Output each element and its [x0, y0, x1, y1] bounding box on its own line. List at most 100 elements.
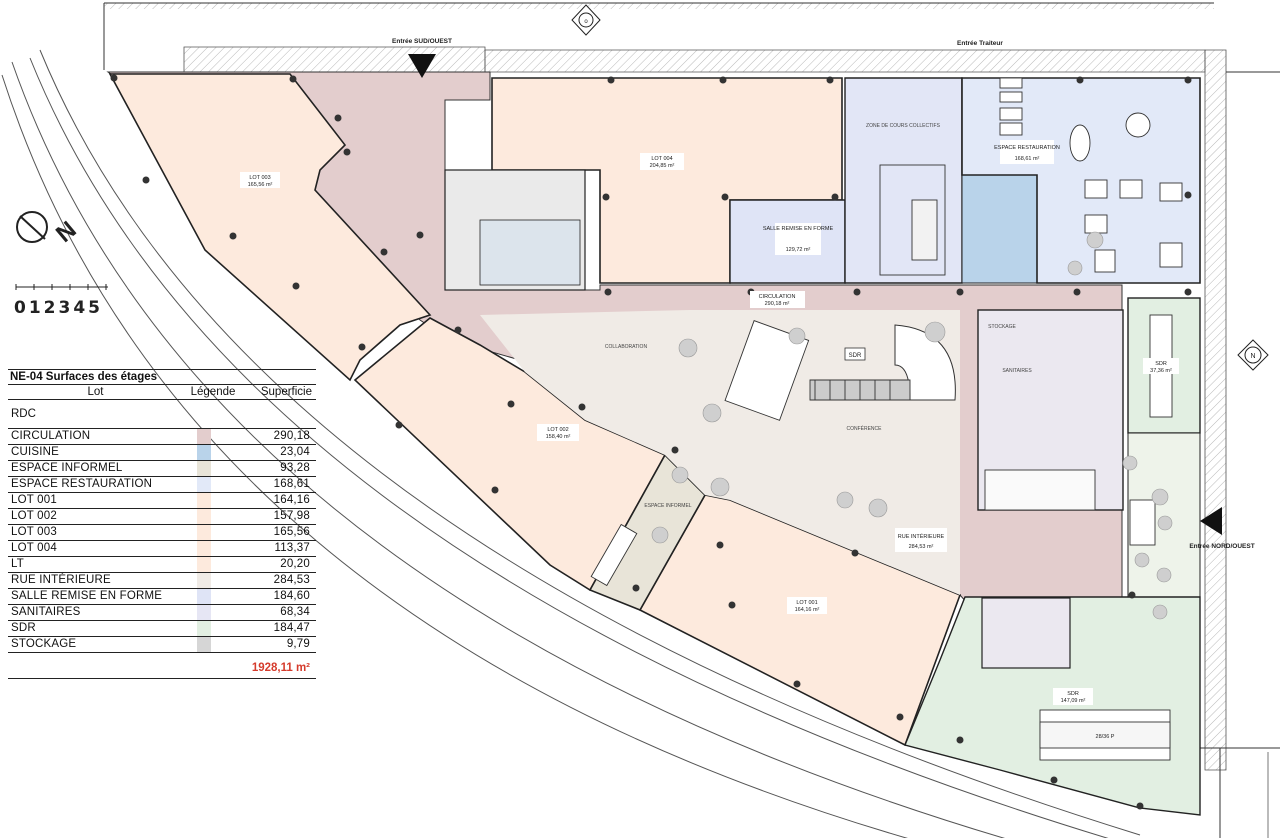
- legend-row-name: SALLE REMISE EN FORME: [11, 590, 163, 602]
- svg-text:N: N: [51, 216, 82, 248]
- legend-color-swatch: [197, 429, 211, 444]
- scale-numbers: 012345: [14, 298, 103, 318]
- legend-row-name: ESPACE INFORMEL: [11, 462, 123, 474]
- scale-bar: 012345: [14, 278, 110, 318]
- legend-row-name: LOT 004: [11, 542, 57, 554]
- legend-row-value: 290,18: [273, 430, 310, 442]
- sanitaires-bottom-area: [981, 597, 1071, 669]
- seats-label: 28/36 P: [1096, 734, 1115, 740]
- legend-row-value: 164,16: [273, 494, 310, 506]
- legend-color-swatch: [197, 557, 211, 572]
- legend-row-value: 184,60: [273, 590, 310, 602]
- rue-area-value: 284,53 m²: [909, 544, 934, 550]
- room-labels: LOT 003 165,56 m² LOT 004 204,85 m² SALL…: [240, 123, 1179, 740]
- legend-color-swatch: [197, 461, 211, 476]
- stockage-label: STOCKAGE: [988, 324, 1016, 330]
- circulation-name: CIRCULATION: [759, 294, 796, 300]
- restauration-name: ESPACE RESTAURATION: [994, 145, 1060, 151]
- legend-row-value: 9,79: [286, 638, 310, 650]
- collaboration-label: COLLABORATION: [605, 344, 648, 350]
- legend-color-swatch: [197, 477, 211, 492]
- legend-row-value: 93,28: [280, 462, 310, 474]
- legend-row: SANITAIRES 68,34: [8, 605, 316, 621]
- rue-name: RUE INTÉRIEURE: [898, 533, 945, 540]
- conference-label: CONFÉRENCE: [846, 425, 882, 432]
- lot-003-area: [108, 73, 432, 382]
- salle-name: SALLE REMISE EN FORME: [763, 226, 834, 232]
- legend-col-superficie: Superficie: [260, 386, 312, 398]
- sanitaires-label: SANITAIRES: [1002, 368, 1032, 374]
- legend-row: STOCKAGE 9,79: [8, 637, 316, 653]
- columns: [110, 74, 1192, 810]
- lot-003-area-value: 165,56 m²: [248, 182, 273, 188]
- legend-row-value: 284,53: [273, 574, 310, 586]
- legend-header: Lot Légende Superficie: [8, 385, 316, 400]
- entrance-sud-ouest-label: Entrée SUD/OUEST: [392, 38, 452, 45]
- zone-cours-area: [844, 77, 963, 284]
- site-boundary: [103, 2, 1280, 838]
- surface-legend-table: NE-04 Surfaces des étages Lot Légende Su…: [8, 369, 316, 679]
- restauration-area-value: 168,61 m²: [1015, 156, 1040, 162]
- legend-color-swatch: [197, 445, 211, 460]
- entrance-sud-ouest-arrow: [408, 54, 436, 78]
- legend-color-swatch: [197, 637, 211, 652]
- salle-area-value: 129,72 m²: [786, 247, 811, 253]
- north-marker-top: o: [571, 4, 601, 36]
- cuisine-area: [961, 174, 1038, 284]
- legend-total: 1928,11 m²: [8, 658, 316, 679]
- sdr-small-area-value: 37,36 m²: [1150, 368, 1172, 374]
- legend-row: LOT 004 113,37: [8, 541, 316, 557]
- espace-informel-label: ESPACE INFORMEL: [644, 503, 691, 509]
- legend-row-name: SANITAIRES: [11, 606, 81, 618]
- svg-text:o: o: [584, 19, 588, 25]
- legend-row-name: ESPACE RESTAURATION: [11, 478, 153, 490]
- lot-002-area-value: 158,40 m²: [546, 434, 571, 440]
- legend-row-name: CUISINE: [11, 446, 60, 458]
- legend-row: SDR 184,47: [8, 621, 316, 637]
- entrance-nord-ouest-arrow: [1200, 507, 1222, 535]
- legend-row: LOT 001 164,16: [8, 493, 316, 509]
- legend-row-value: 113,37: [274, 542, 310, 554]
- legend-color-swatch: [197, 525, 211, 540]
- legend-row-name: LT: [11, 558, 24, 570]
- legend-col-lot: Lot: [87, 386, 104, 398]
- scale-ruler-icon: [15, 284, 108, 290]
- legend-row-name: RUE INTÉRIEURE: [11, 574, 111, 586]
- legend-row-name: LOT 001: [11, 494, 57, 506]
- legend-row: ESPACE INFORMEL 93,28: [8, 461, 316, 477]
- sdr-small-name: SDR: [1155, 361, 1167, 367]
- legend-color-swatch: [197, 605, 211, 620]
- legend-row-name: CIRCULATION: [11, 430, 91, 442]
- plants: [651, 231, 1173, 620]
- legend-color-swatch: [197, 573, 211, 588]
- legend-row-value: 168,61: [273, 478, 310, 490]
- legend-color-swatch: [197, 493, 211, 508]
- legend-row-value: 157,98: [273, 510, 310, 522]
- lot-001-name: LOT 001: [796, 600, 817, 606]
- legend-row-name: STOCKAGE: [11, 638, 77, 650]
- legend-color-swatch: [197, 509, 211, 524]
- legend-row-value: 184,47: [273, 622, 310, 634]
- legend-row-value: 68,34: [280, 606, 310, 618]
- north-marker-right: N: [1237, 339, 1269, 371]
- svg-text:N: N: [1250, 353, 1255, 360]
- legend-row-name: SDR: [11, 622, 36, 634]
- lot-003-name: LOT 003: [249, 175, 270, 181]
- legend-color-swatch: [197, 589, 211, 604]
- north-compass: N: [12, 205, 82, 260]
- entrance-traiteur-label: Entrée Traiteur: [957, 40, 1003, 47]
- zone-cours-label: ZONE DE COURS COLLECTIFS: [866, 123, 941, 129]
- lot-001-area-value: 164,16 m²: [795, 607, 820, 613]
- sdr-large-area: [904, 596, 1201, 816]
- legend-group-rdc: RDC: [8, 400, 316, 429]
- sanitaires-left-area: [479, 219, 581, 286]
- legend-color-swatch: [197, 621, 211, 636]
- lot-004-name: LOT 004: [651, 156, 672, 162]
- furniture: [590, 77, 1183, 761]
- legend-row: CIRCULATION 290,18: [8, 429, 316, 445]
- lot-002-name: LOT 002: [547, 427, 568, 433]
- legend-row: RUE INTÉRIEURE 284,53: [8, 573, 316, 589]
